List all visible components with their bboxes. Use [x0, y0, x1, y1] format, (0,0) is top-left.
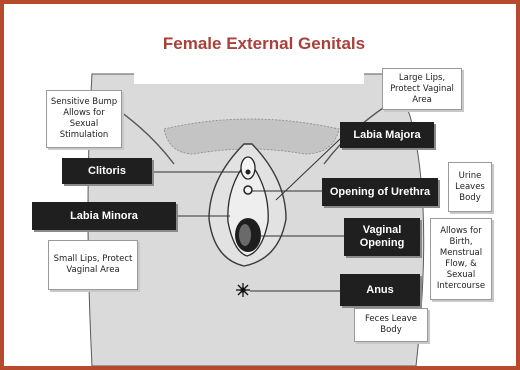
note-labia-majora: Large Lips, Protect Vaginal Area — [382, 68, 462, 110]
label-opening-of-urethra: Opening of Urethra — [322, 178, 438, 206]
label-labia-minora: Labia Minora — [32, 202, 176, 230]
note-labia-minora: Small Lips, Protect Vaginal Area — [48, 240, 138, 290]
label-anus: Anus — [340, 274, 420, 306]
top-notch — [134, 68, 364, 84]
clitoral-hood — [241, 157, 255, 179]
label-labia-majora: Labia Majora — [340, 122, 434, 148]
vaginal-opening-inner — [239, 224, 251, 246]
clitoris-point — [246, 170, 251, 175]
note-clitoris: Sensitive Bump Allows for Sexual Stimula… — [46, 90, 122, 148]
anatomy-illustration — [4, 4, 516, 366]
label-clitoris: Clitoris — [62, 158, 152, 184]
urethra-point — [244, 186, 252, 194]
label-vaginal-opening: Vaginal Opening — [344, 218, 420, 256]
note-urethra: Urine Leaves Body — [448, 162, 492, 212]
note-vaginal-opening: Allows for Birth, Menstrual Flow, & Sexu… — [430, 218, 492, 300]
note-anus: Feces Leave Body — [354, 308, 428, 342]
anus-center — [240, 287, 245, 292]
